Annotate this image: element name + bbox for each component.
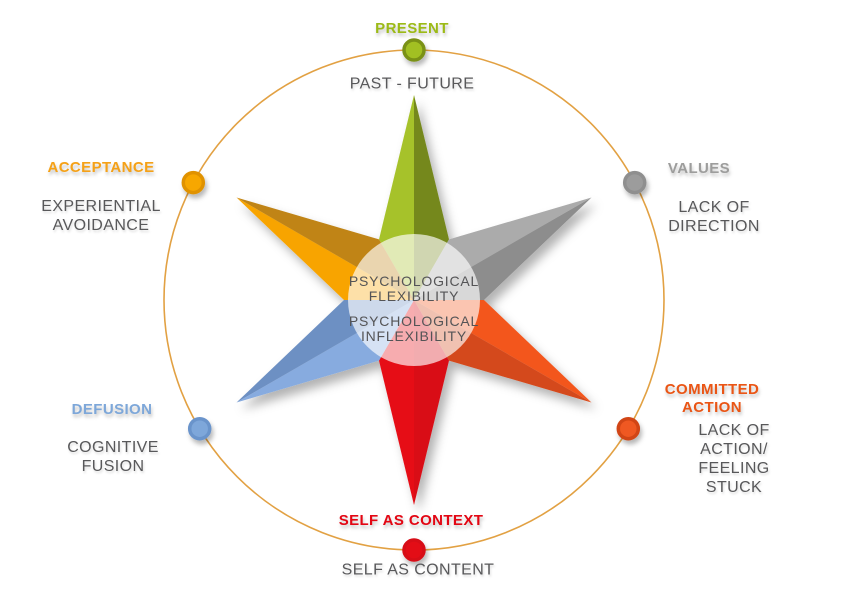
ring-dots [181,38,647,562]
values-node-dot [622,170,647,195]
present-node-dot [402,38,426,62]
psychological-flexibility-text: PSYCHOLOGICAL FLEXIBILITY [348,273,480,304]
acceptance-sublabel: EXPERIENTIAL AVOIDANCE [41,198,161,234]
committed-action-node-dot [616,416,641,441]
center-overlay-circle [348,234,480,366]
psychological-inflexibility-text: PSYCHOLOGICAL INFLEXIBILITY [348,313,480,344]
self-as-context-node-dot [402,538,426,562]
acceptance-label: ACCEPTANCE [47,159,155,176]
defusion-label: DEFUSION [71,401,153,418]
present-label: PRESENT [375,20,449,37]
defusion-node-dot [187,416,212,441]
committed-action-sublabel: LACK OF ACTION/ FEELING STUCK [698,422,770,496]
defusion-sublabel: COGNITIVE FUSION [67,439,159,475]
present-sublabel: PAST - FUTURE [349,75,475,93]
values-label: VALUES [667,160,731,177]
self-as-context-label: SELF AS CONTEXT [338,512,484,529]
self-as-context-sublabel: SELF AS CONTENT [341,561,495,579]
values-sublabel: LACK OF DIRECTION [668,199,760,235]
acceptance-node-dot [181,170,206,195]
committed-action-label: COMMITTED ACTION [664,381,760,416]
